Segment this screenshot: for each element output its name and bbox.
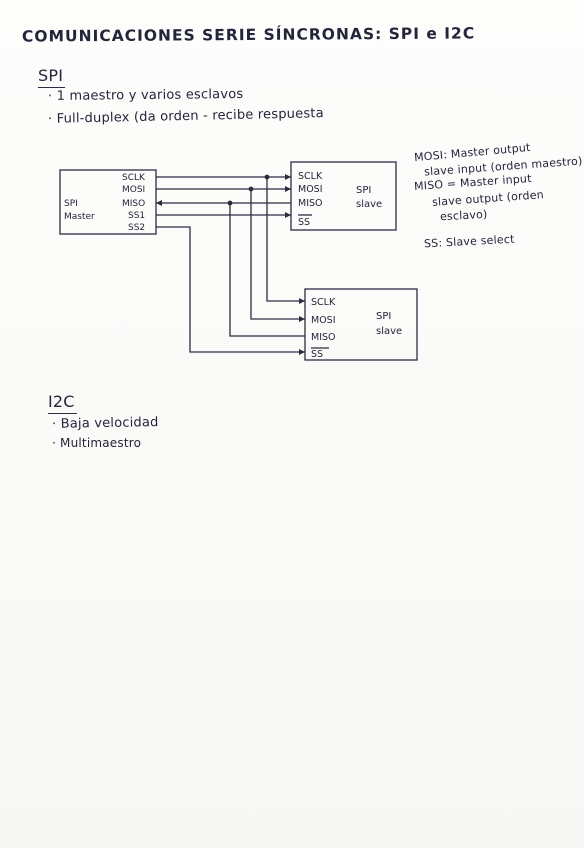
slave2-pin-mosi: MOSI — [311, 315, 336, 326]
slave1-name-2: slave — [356, 199, 382, 210]
junction-mosi — [248, 186, 254, 192]
arrow-miso-master — [156, 200, 162, 206]
spi-slave1-box — [290, 161, 397, 231]
slave2-name-2: slave — [376, 326, 402, 337]
junction-miso — [227, 200, 233, 206]
i2c-heading: I2C — [48, 392, 77, 414]
spi-master-box — [59, 169, 157, 235]
wire-miso-branch — [229, 203, 305, 337]
arrow-sclk-s1 — [285, 174, 291, 180]
master-pin-ss2: SS2 — [128, 223, 145, 233]
wire-mosi-branch — [250, 189, 305, 320]
slave1-pin-miso: MISO — [298, 198, 323, 209]
slave1-pin-ss: SS — [298, 217, 310, 228]
spi-heading: SPI — [38, 66, 66, 88]
slave1-pin-sclk: SCLK — [298, 171, 323, 182]
slave2-name-1: SPI — [376, 311, 391, 322]
slave2-pin-ss: SS — [311, 349, 323, 360]
master-pin-sclk: SCLK — [122, 173, 146, 183]
master-pin-mosi: MOSI — [122, 185, 145, 195]
slave2-pin-miso: MISO — [311, 332, 336, 343]
slave2-pin-sclk: SCLK — [311, 297, 336, 308]
arrow-ss2-s2 — [299, 349, 305, 355]
slave1-pin-mosi: MOSI — [298, 184, 323, 195]
arrow-ss1-s1 — [285, 212, 291, 218]
i2c-bullet-2: · Multimaestro — [52, 436, 142, 450]
wire-ss2 — [156, 226, 305, 353]
arrow-mosi-s1 — [285, 186, 291, 192]
arrow-sclk-s2 — [299, 298, 305, 304]
note-miso-3: esclavo) — [439, 207, 488, 224]
master-name-2: Master — [64, 212, 95, 222]
spi-slave2-box — [304, 288, 418, 361]
wire-sclk-branch — [266, 177, 305, 302]
junction-sclk — [264, 174, 270, 180]
slave1-name-1: SPI — [356, 185, 371, 196]
i2c-bullet-1: · Baja velocidad — [51, 415, 159, 432]
arrow-mosi-s2 — [299, 316, 305, 322]
master-pin-miso: MISO — [122, 199, 145, 209]
master-name-1: SPI — [64, 199, 78, 209]
master-pin-ss1: SS1 — [128, 211, 145, 221]
